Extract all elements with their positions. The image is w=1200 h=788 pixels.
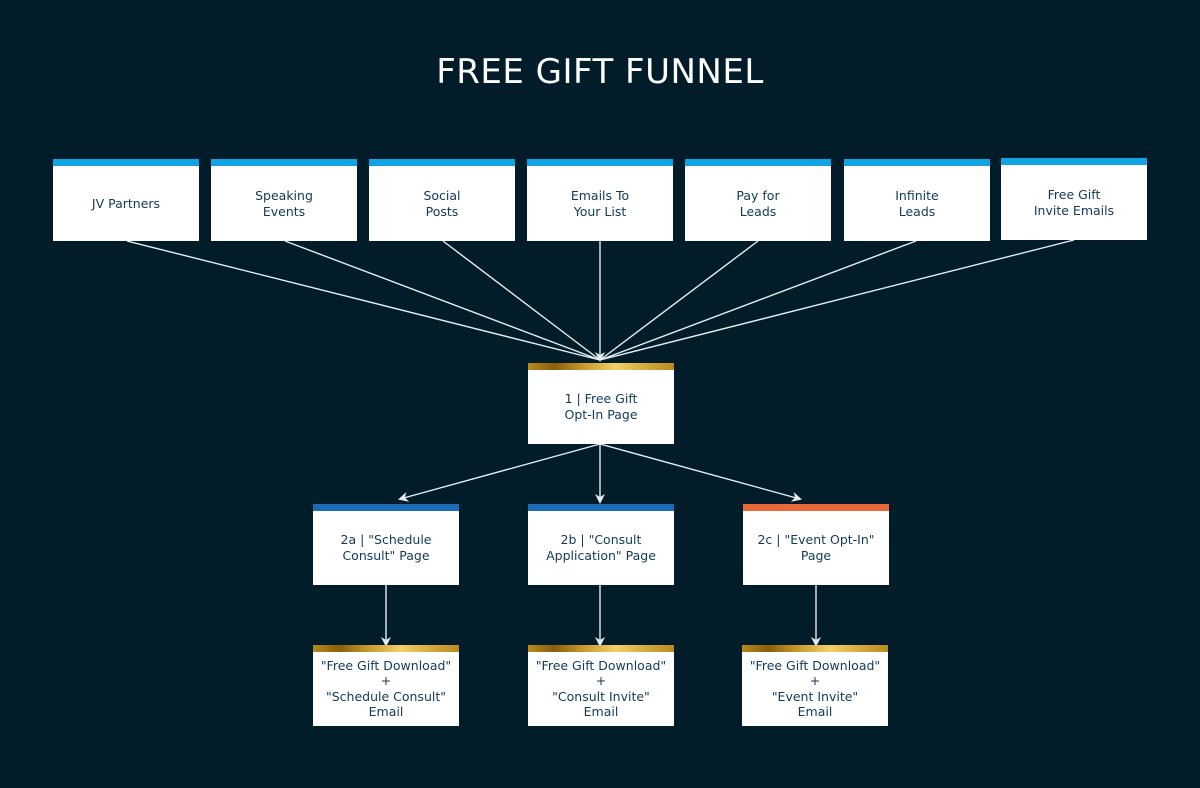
email-consult-invite[interactable]: "Free Gift Download" + "Consult Invite" … <box>528 645 674 726</box>
arrow-optin-to-2a <box>398 443 601 502</box>
connector-infinite-leads <box>599 240 917 361</box>
page-label: 2b | "Consult Application" Page <box>546 532 656 563</box>
connector-free-gift-invite <box>599 239 1075 361</box>
page-bar <box>528 504 674 511</box>
email-label: "Free Gift Download" + "Event Invite" Em… <box>749 657 881 720</box>
page-label: 2a | "Schedule Consult" Page <box>340 532 432 563</box>
connector-jv-partners <box>126 240 601 361</box>
source-label: Emails To Your List <box>570 187 630 219</box>
source-label: JV Partners <box>91 195 161 211</box>
connector-speaking-events <box>284 240 601 361</box>
email-bar <box>742 645 888 652</box>
source-social-posts[interactable]: Social Posts <box>369 159 515 241</box>
source-bar <box>527 159 673 166</box>
source-speaking-events[interactable]: Speaking Events <box>211 159 357 241</box>
source-pay-for-leads[interactable]: Pay for Leads <box>685 159 831 241</box>
connector-pay-for-leads <box>599 240 759 361</box>
email-event-invite[interactable]: "Free Gift Download" + "Event Invite" Em… <box>742 645 888 726</box>
optin-label: 1 | Free Gift Opt-In Page <box>564 391 638 422</box>
diagram-title: FREE GIFT FUNNEL <box>436 52 764 92</box>
email-label: "Free Gift Download" + "Schedule Consult… <box>320 657 452 720</box>
source-free-gift-invite-emails[interactable]: Free Gift Invite Emails <box>1001 158 1147 240</box>
connector-social-posts <box>442 240 601 361</box>
page-bar <box>743 504 889 511</box>
source-label: Free Gift Invite Emails <box>1033 186 1115 218</box>
source-bar <box>369 159 515 166</box>
page-label: 2c | "Event Opt-In" Page <box>757 532 875 563</box>
email-bar <box>313 645 459 652</box>
page-bar <box>313 504 459 511</box>
source-infinite-leads[interactable]: Infinite Leads <box>844 159 990 241</box>
source-label: Speaking Events <box>255 187 313 219</box>
email-schedule-consult[interactable]: "Free Gift Download" + "Schedule Consult… <box>313 645 459 726</box>
optin-bar <box>528 363 674 370</box>
source-emails-to-list[interactable]: Emails To Your List <box>527 159 673 241</box>
page-2c-event-optin[interactable]: 2c | "Event Opt-In" Page <box>743 504 889 585</box>
source-bar <box>685 159 831 166</box>
source-jv-partners[interactable]: JV Partners <box>53 159 199 241</box>
email-label: "Free Gift Download" + "Consult Invite" … <box>535 657 667 720</box>
source-bar <box>844 159 990 166</box>
source-bar <box>53 159 199 166</box>
page-2a-schedule-consult[interactable]: 2a | "Schedule Consult" Page <box>313 504 459 585</box>
source-label: Pay for Leads <box>736 187 780 219</box>
source-label: Infinite Leads <box>895 187 939 219</box>
optin-page-box[interactable]: 1 | Free Gift Opt-In Page <box>528 363 674 444</box>
email-bar <box>528 645 674 652</box>
source-label: Social Posts <box>423 187 461 219</box>
source-bar <box>1001 158 1147 165</box>
arrow-optin-to-2c <box>599 443 802 502</box>
source-bar <box>211 159 357 166</box>
page-2b-consult-application[interactable]: 2b | "Consult Application" Page <box>528 504 674 585</box>
